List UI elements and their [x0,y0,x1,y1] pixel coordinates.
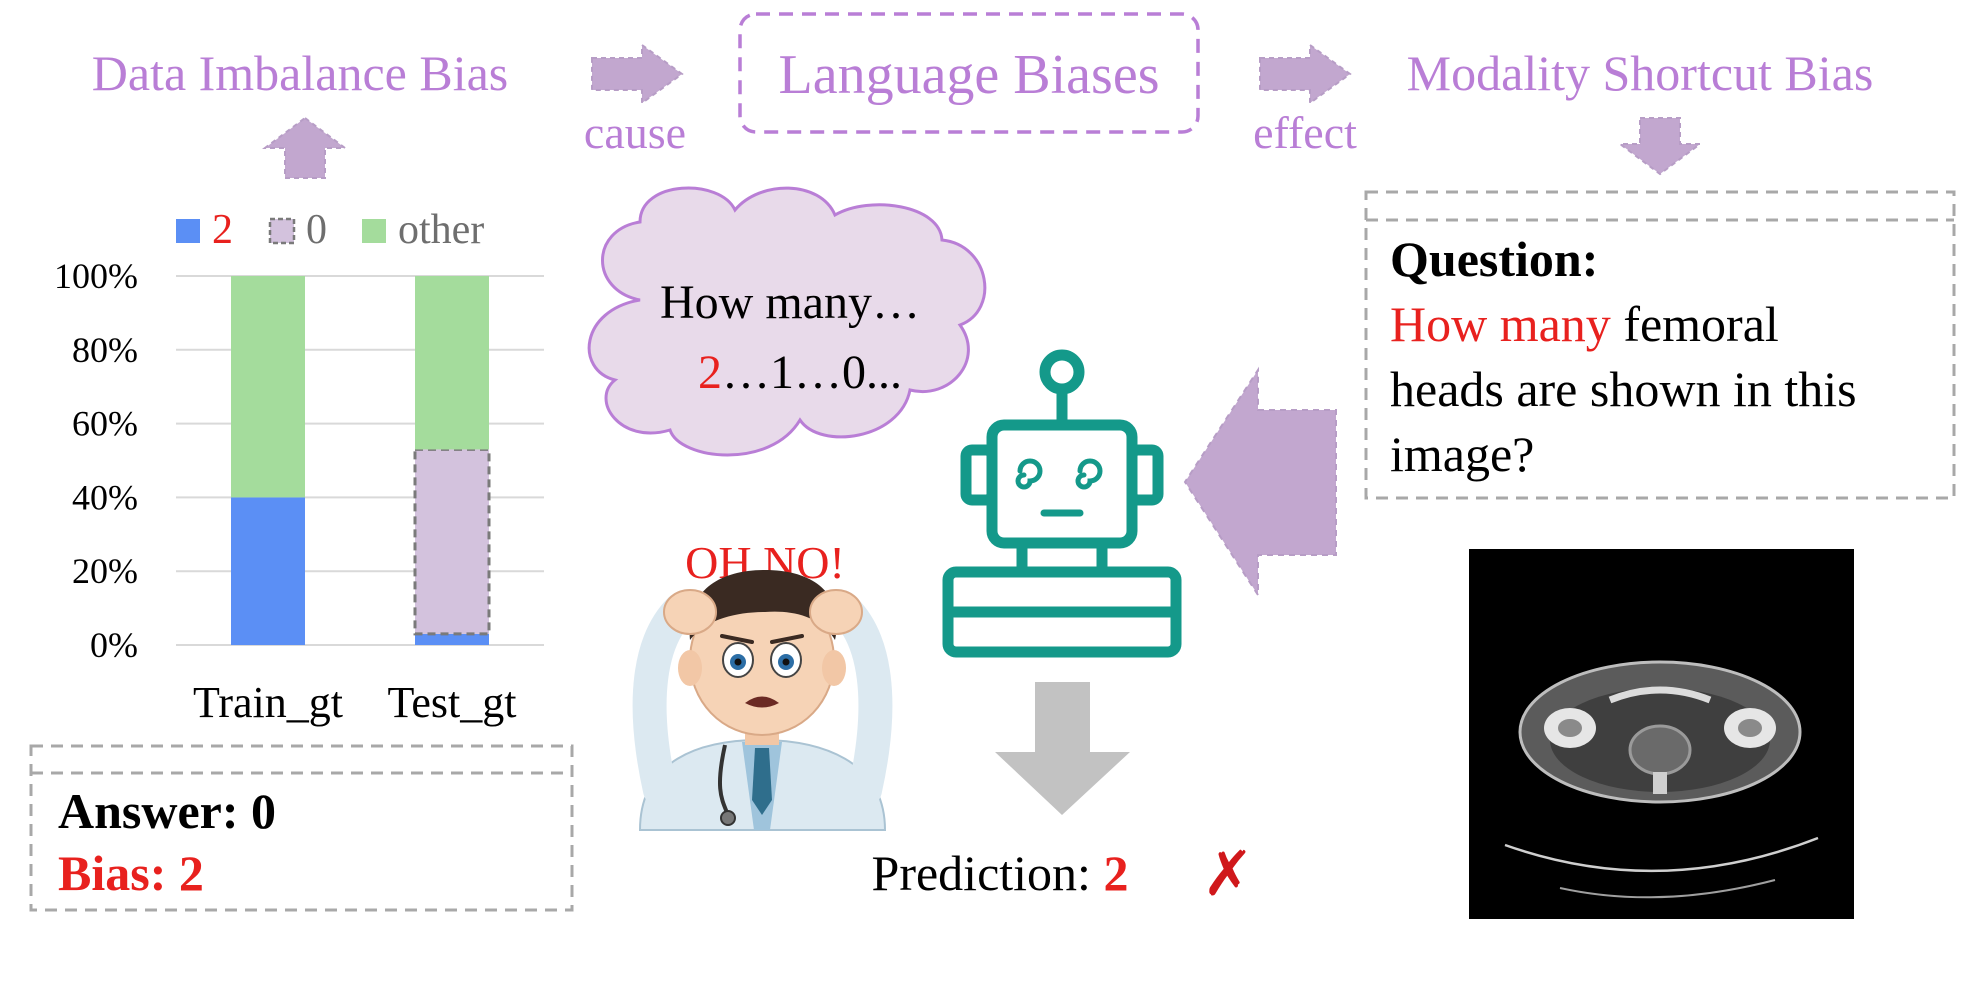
bar-segment [231,497,305,645]
answer-text: Answer: 0 [58,783,276,839]
legend-label: 0 [306,207,327,253]
robot-icon [942,349,1182,658]
data-imbalance-bias-title: Data Imbalance Bias [92,45,508,101]
legend-swatch [268,217,296,245]
effect-arrow-icon [1259,43,1352,105]
prediction-value: 2 [1103,845,1128,901]
x-tick-label: Train_gt [193,678,343,727]
answer-box: Answer: 0 Bias: 2 [29,744,574,912]
prediction-label: Prediction: [872,845,1104,901]
question-line-3: image? [1390,426,1534,482]
y-tick-label: 40% [72,477,138,517]
effect-label: effect [1253,107,1357,158]
ct-scan-image [1469,549,1854,919]
chart-legend: 2 0 other [176,207,484,253]
stacked-bar-chart: 0% 20% 40% 60% 80% 100% Train_gt Test_gt 2 0 oth… [54,207,544,727]
prediction-text: Prediction: 2 [872,845,1129,901]
thought-line-2: 2…1…0... [698,346,902,399]
bar-segment [413,447,491,636]
wrong-mark-icon: ✗ [1202,840,1254,909]
language-biases-title: Language Biases [779,44,1160,106]
legend-swatch [362,219,386,243]
y-tick-label: 100% [54,256,138,296]
bias-text: Bias: 2 [58,845,204,901]
bar-segment [415,633,489,645]
legend-label: other [398,207,484,253]
thought-rest: …1…0... [722,346,902,399]
up-arrow-icon [262,116,348,179]
thought-red-number: 2 [698,346,722,399]
robot-eyes-icon [1015,458,1103,517]
bar-segment [231,276,305,498]
y-tick-label: 80% [72,330,138,370]
down-arrow-icon [1617,117,1703,176]
question-label: Question: [1390,231,1598,287]
question-line-2: heads are shown in this [1390,361,1857,417]
bar-segment [415,276,489,450]
y-tick-label: 0% [90,625,138,665]
x-tick-label: Test_gt [388,678,517,727]
cause-label: cause [584,107,686,158]
legend-label: 2 [212,207,233,253]
question-box: Question: How many femoral heads are sho… [1364,190,1956,500]
language-biases-box [738,12,1200,134]
down-gray-arrow-icon [995,682,1130,815]
question-line-1: How many femoral [1390,296,1779,352]
question-line-1-rest: femoral [1611,296,1779,352]
modality-shortcut-bias-title: Modality Shortcut Bias [1407,45,1874,101]
legend-swatch [176,219,200,243]
y-tick-label: 20% [72,551,138,591]
question-red-part: How many [1390,296,1611,352]
worried-doctor-icon [632,570,893,831]
y-tick-label: 60% [72,404,138,444]
cause-arrow-icon [591,43,684,105]
thought-line-1: How many… [660,276,920,329]
left-arrow-icon [1183,366,1337,599]
thought-cloud: How many… 2…1…0... [587,186,987,457]
